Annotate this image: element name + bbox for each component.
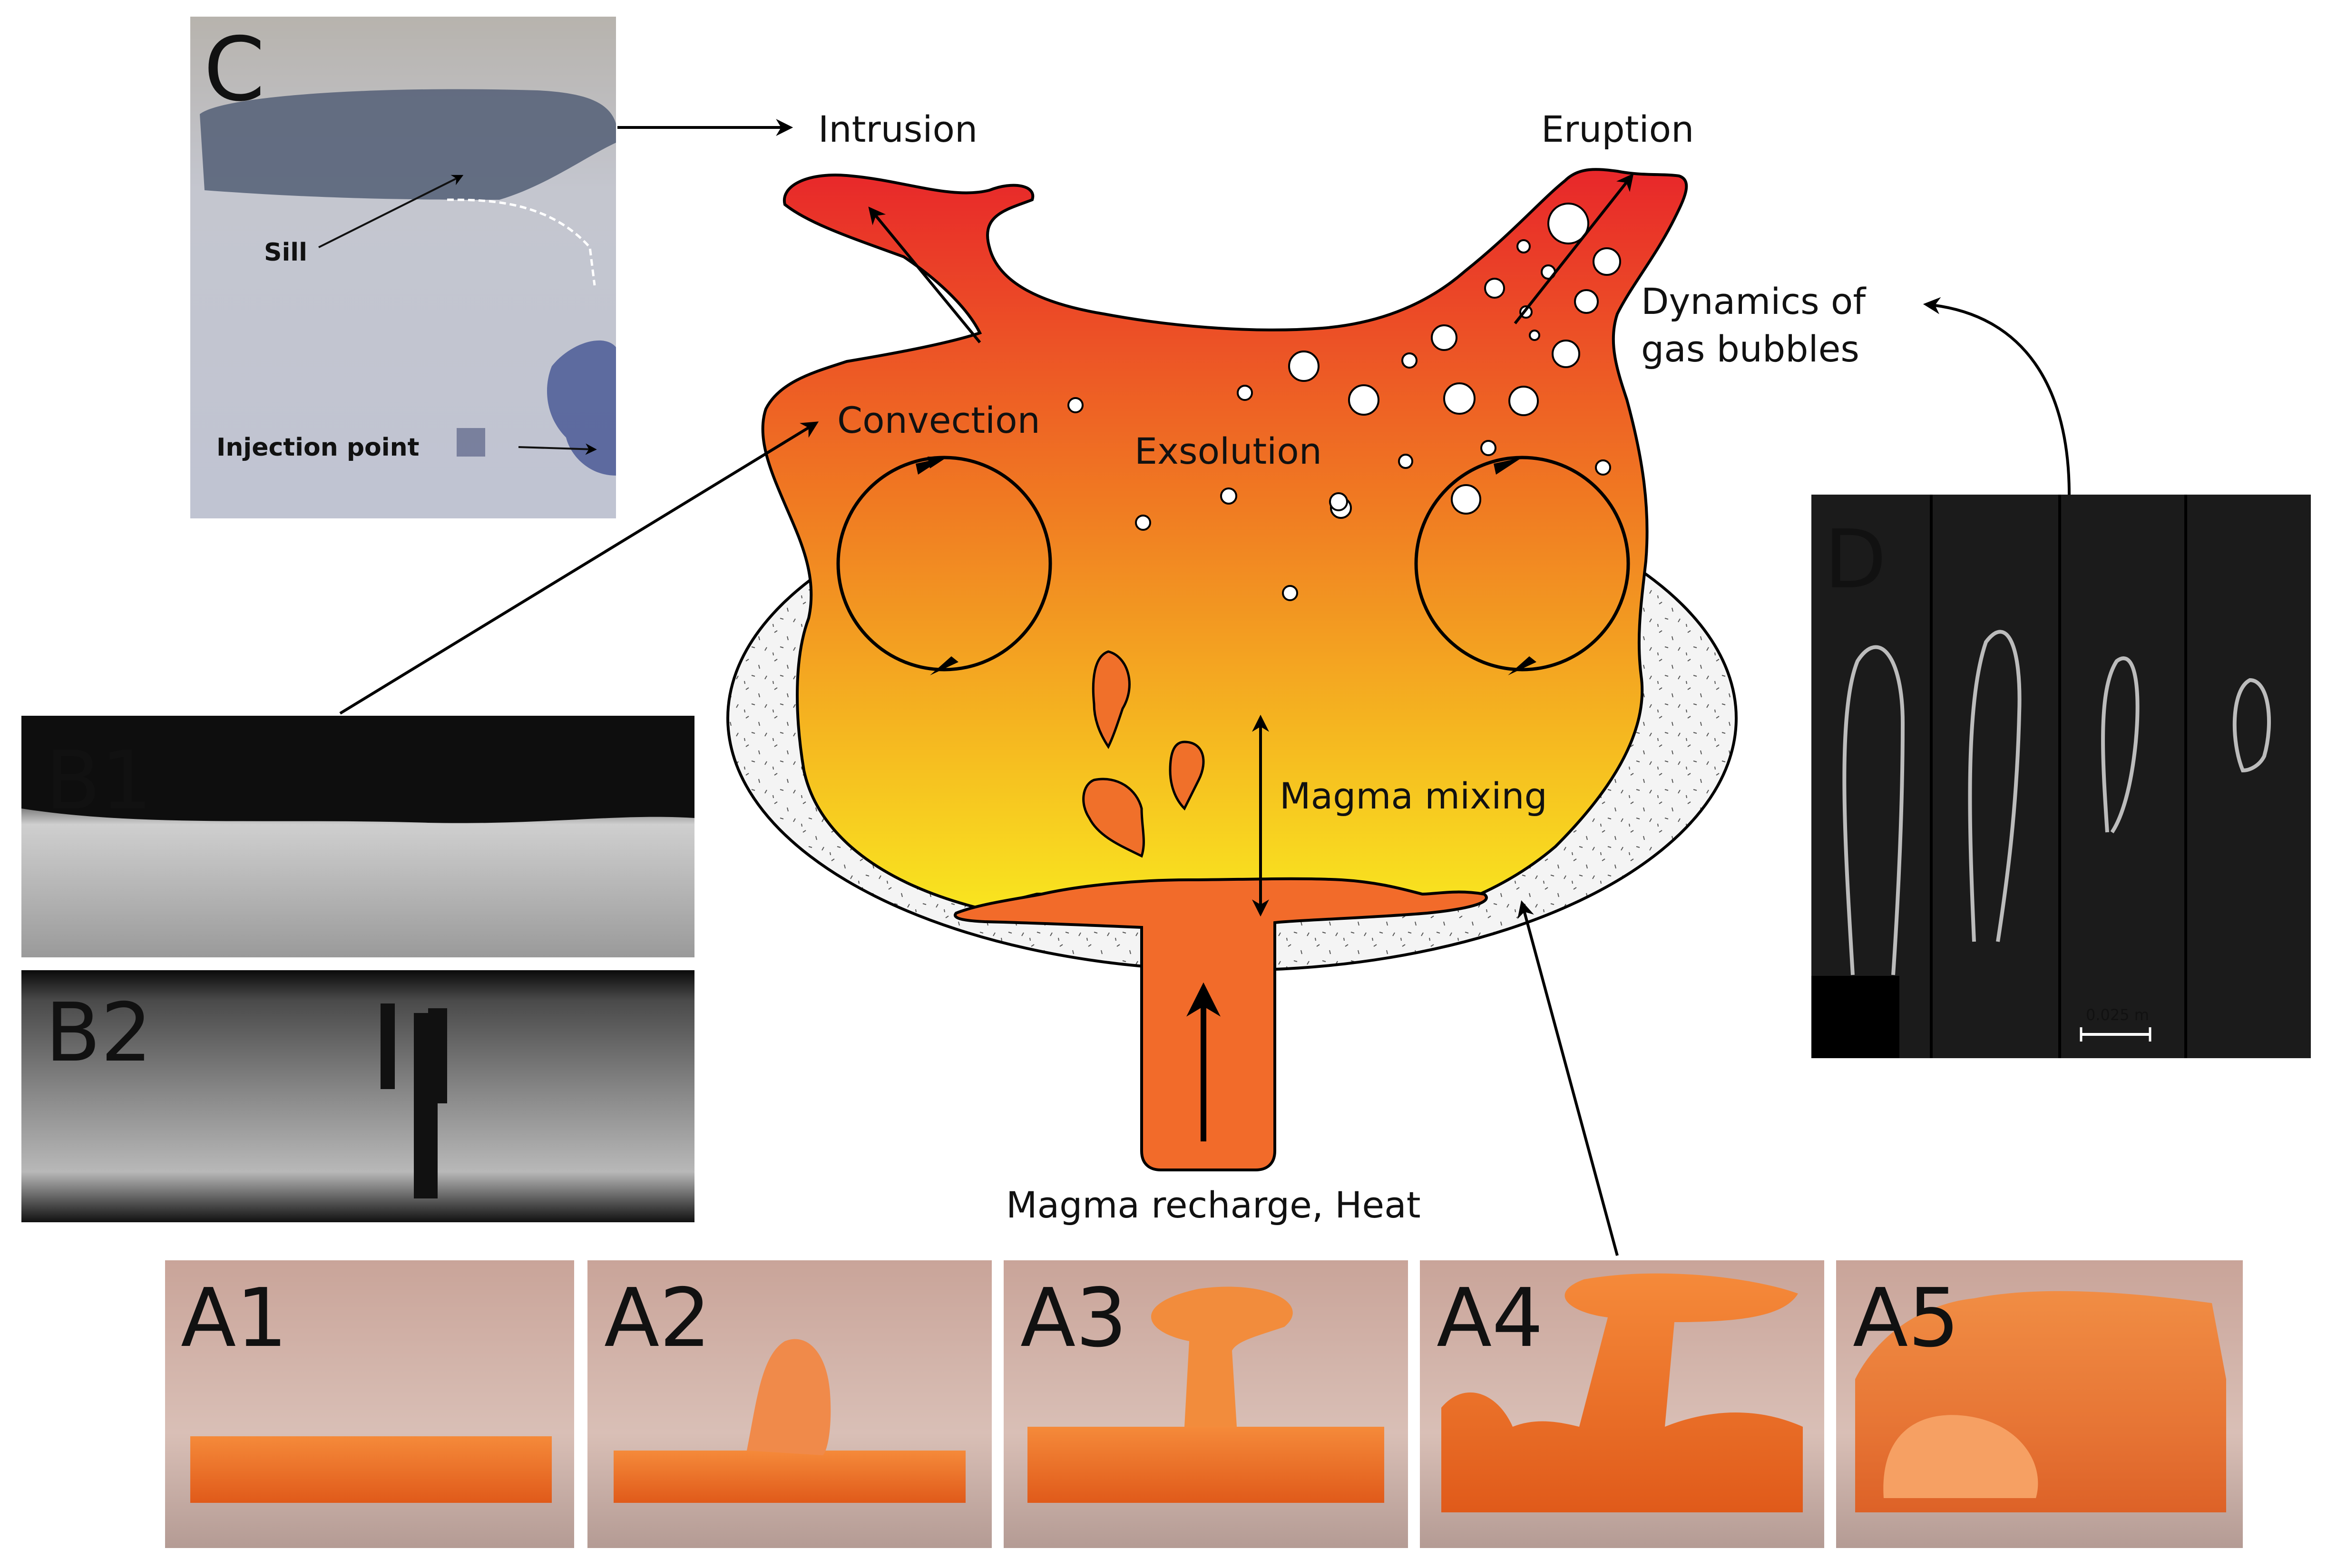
panel-a2-letter: A2 [604,1271,711,1365]
d-to-bubbles-arrow [1923,297,2071,495]
panel-a5-letter: A5 [1853,1271,1959,1365]
dynamics-label-line1: Dynamics of [1641,280,1867,322]
enclave-blob [1169,740,1205,811]
intrusion-label: Intrusion [818,108,978,150]
a4-to-host-rock-arrow [1517,900,1619,1256]
sill-shape [200,89,616,200]
panel-b1: B1 [21,716,694,957]
panel-a2: A2 [587,1260,992,1548]
sill-label: Sill [264,238,307,267]
diagram-labels: Intrusion Eruption Convection Exsolution… [818,108,1867,1226]
panel-a4: A4 [1420,1260,1824,1548]
panel-b2: B2 [21,970,694,1222]
panel-c: C Sill Injection point [190,17,616,518]
panel-d: D 0.025 m [1811,495,2311,1058]
connector-arrows [339,119,2071,1256]
panel-d-letter: D [1824,513,1887,607]
recharge-sill [954,877,1488,1171]
eruption-label: Eruption [1541,108,1694,150]
panel-a1: A1 [165,1260,574,1548]
magma-chamber [726,168,1738,1171]
scale-bar-label: 0.025 m [2086,1006,2149,1024]
magma-mixing-label: Magma mixing [1280,775,1547,817]
b1-to-convection-arrow [339,421,819,715]
enclave-blob [1092,650,1131,749]
enclave-blob [1082,778,1145,858]
convection-loop-right [1414,456,1630,675]
panel-a5: A5 [1836,1260,2243,1548]
dynamics-label-line2: gas bubbles [1641,328,1859,370]
panel-a1-letter: A1 [181,1271,287,1365]
intrusion-flow-arrow [868,206,981,343]
magma-chamber-body [761,168,1688,910]
panel-b2-photo [21,970,694,1222]
panel-c-letter: C [204,18,265,121]
injection-point-label: Injection point [216,433,419,462]
convection-label: Convection [837,399,1040,441]
panel-a4-letter: A4 [1437,1271,1543,1365]
panel-b2-letter: B2 [45,986,152,1080]
panels-a: A1 A2 A3 A4 A5 [165,1260,2243,1548]
gas-bubbles [1067,203,1621,601]
panel-b1-letter: B1 [45,734,152,828]
convection-loop-left [836,456,1052,675]
panel-a3: A3 [1004,1260,1408,1548]
recharge-label: Magma recharge, Heat [1006,1184,1421,1226]
panel-a3-letter: A3 [1020,1271,1127,1365]
eruption-flow-arrow [1514,173,1634,324]
exsolution-label: Exsolution [1134,430,1322,472]
